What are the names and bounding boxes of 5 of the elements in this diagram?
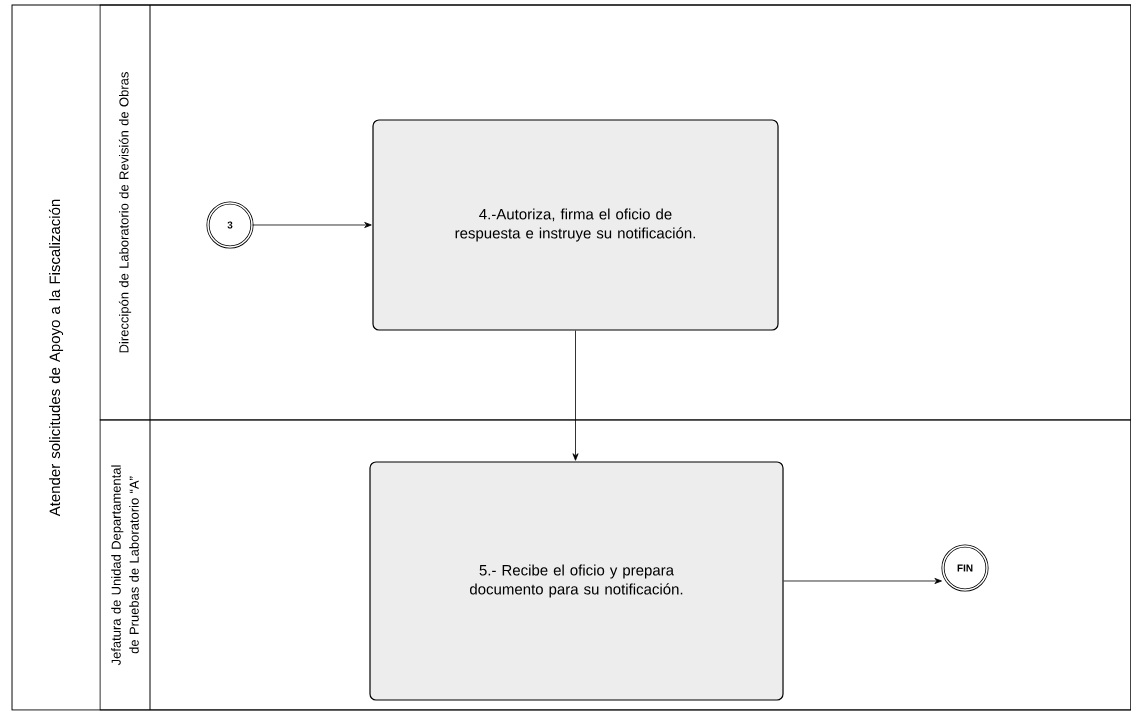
- task-box: 4.-Autoriza, firma el oficio de respuesta e instruye su notificación.: [372, 119, 779, 331]
- arrow: [252, 222, 372, 228]
- task-box: 5.- Recibe el oficio y prepara documento para su notificación.: [369, 461, 784, 701]
- arrow: [572, 330, 579, 461]
- arrow: [783, 578, 942, 584]
